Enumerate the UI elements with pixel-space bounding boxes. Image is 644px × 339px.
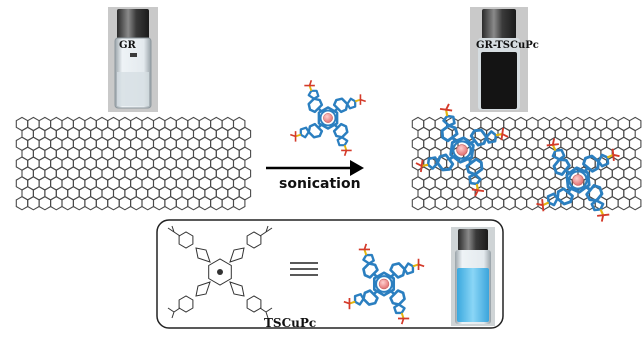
tscupc-molecule-model (343, 243, 425, 325)
equivalence-sign (290, 262, 318, 276)
graphene-sheet-right (411, 116, 642, 211)
tscupc-chemical-structure (167, 225, 273, 319)
vial-gr-tscupc-label: GR-TSCuPc (476, 40, 539, 51)
vial-tscupc-solution-photo (451, 227, 495, 326)
vial-gr-tscupc-photo (470, 7, 528, 112)
vial-gr-tscupc-dispersion (481, 52, 517, 109)
reaction-arrow (266, 160, 364, 176)
blue-solution (457, 268, 489, 322)
tscupc-molecule-above-arrow (290, 80, 366, 156)
vial-gr-label: GR (119, 40, 136, 51)
tscupc-label: TSCuPc (264, 316, 317, 330)
graphene-sheet-left (15, 116, 252, 211)
compound-legend-box (156, 219, 504, 329)
vial-gr-meniscus (130, 53, 137, 57)
vial-gr-photo (108, 7, 158, 112)
sonication-label: sonication (279, 176, 361, 192)
tscupc-molecule-on-sheet-2 (536, 138, 620, 222)
tscupc-molecule-on-sheet-1 (415, 103, 509, 197)
